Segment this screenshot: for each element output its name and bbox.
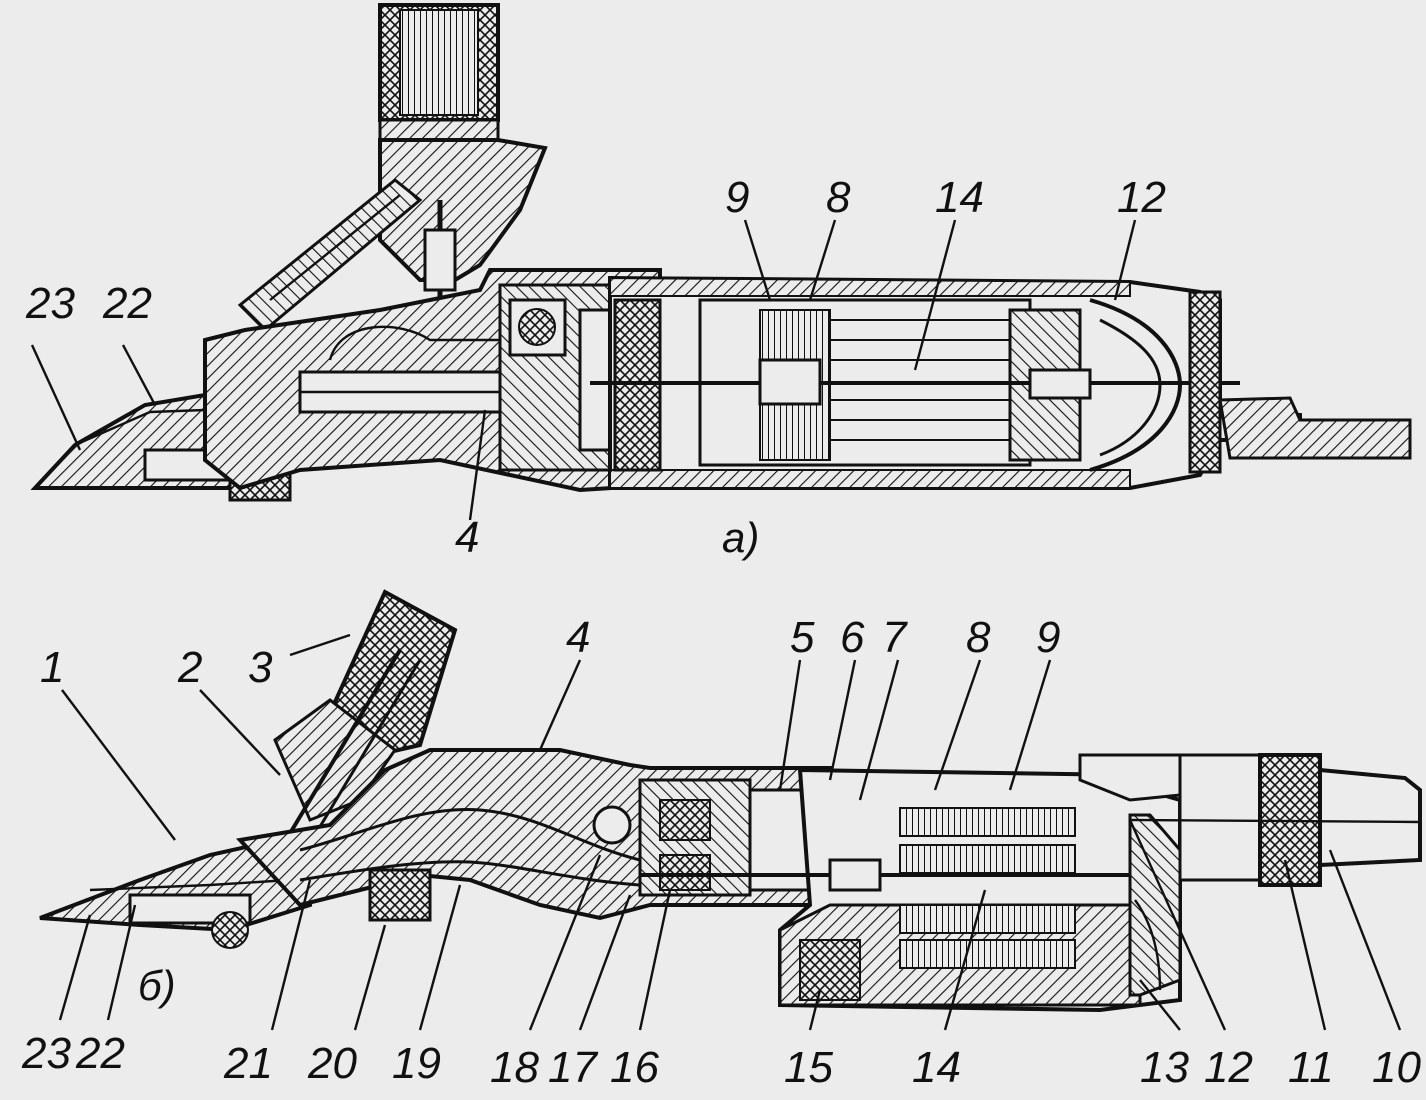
label-9: 9 xyxy=(725,173,749,222)
caption-b: б) xyxy=(138,962,176,1009)
label-7: 7 xyxy=(882,613,908,662)
view-b-leaders xyxy=(58,633,1402,1031)
caption-a: а) xyxy=(722,514,759,561)
label-19: 19 xyxy=(392,1039,441,1088)
view-b-labels: 1 2 3 4 5 6 7 8 9 23 22 21 20 19 18 17 1… xyxy=(21,613,1421,1092)
view-a-valve-body xyxy=(378,138,548,282)
label-22: 22 xyxy=(102,279,152,328)
view-b-drawing xyxy=(39,589,1422,1013)
view-a-labels: 23 22 9 8 14 12 4 а) xyxy=(25,173,1166,562)
view-a-cable xyxy=(1218,396,1412,460)
view-a-leaders xyxy=(30,219,1137,521)
view-a-drawing xyxy=(30,3,1412,502)
label-20: 20 xyxy=(307,1039,357,1088)
label-3: 3 xyxy=(248,643,273,692)
label-14: 14 xyxy=(912,1043,961,1092)
label-4: 4 xyxy=(455,513,479,562)
label-5: 5 xyxy=(790,613,815,662)
view-b-winding xyxy=(899,807,1076,837)
label-12: 12 xyxy=(1204,1043,1253,1092)
label-4: 4 xyxy=(566,613,590,662)
label-6: 6 xyxy=(840,613,865,662)
label-15: 15 xyxy=(784,1043,833,1092)
label-8: 8 xyxy=(826,173,851,222)
label-1: 1 xyxy=(40,643,64,692)
label-23: 23 xyxy=(25,279,75,328)
label-9: 9 xyxy=(1036,613,1060,662)
label-18: 18 xyxy=(490,1043,539,1092)
label-17: 17 xyxy=(548,1043,598,1092)
label-10: 10 xyxy=(1372,1043,1421,1092)
label-14: 14 xyxy=(935,173,984,222)
label-22: 22 xyxy=(75,1029,125,1078)
label-11: 11 xyxy=(1288,1043,1334,1092)
label-2: 2 xyxy=(177,643,202,692)
label-23: 23 xyxy=(21,1029,71,1078)
label-21: 21 xyxy=(223,1039,273,1088)
label-8: 8 xyxy=(966,613,991,662)
view-b-cable xyxy=(1318,767,1422,868)
label-16: 16 xyxy=(610,1043,659,1092)
label-12: 12 xyxy=(1117,173,1166,222)
label-13: 13 xyxy=(1140,1043,1189,1092)
